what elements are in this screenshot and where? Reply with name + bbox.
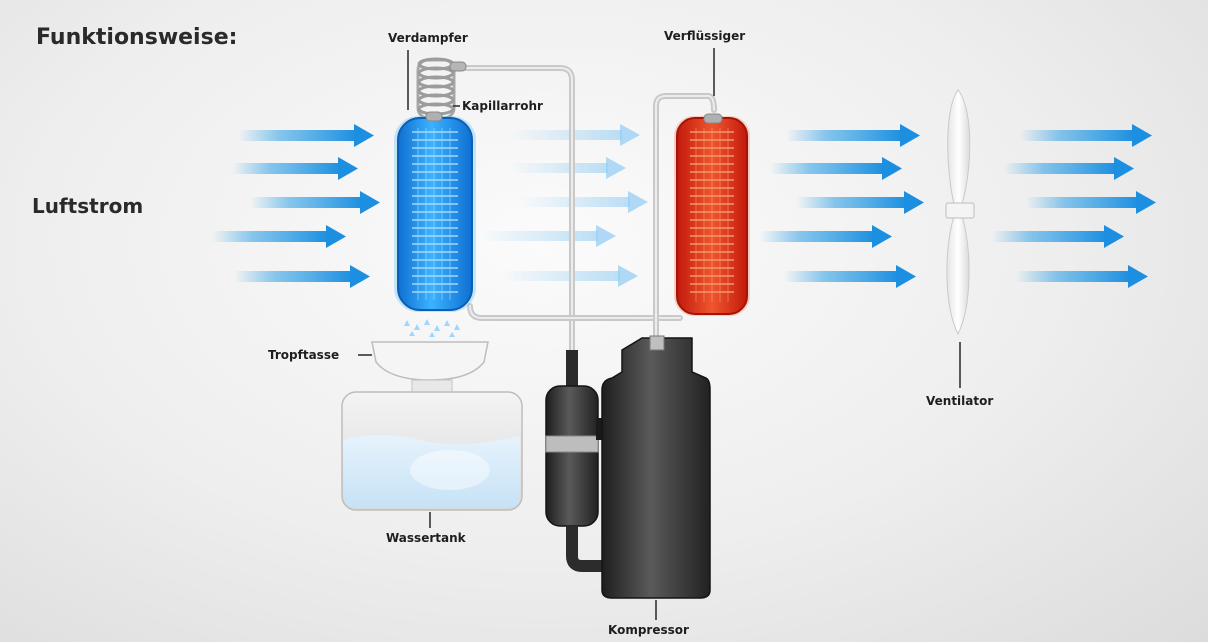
drip-tray: [371, 341, 489, 395]
airflow-arrow-icon: [760, 225, 892, 248]
fan: [945, 89, 975, 336]
airflow-arrow-icon: [992, 225, 1124, 248]
refrigerant-pipes: [457, 65, 717, 353]
label-capillary-tube: Kapillarrohr: [462, 99, 543, 113]
airflow-arrow-icon: [238, 124, 374, 147]
airflow-arrow-icon: [500, 265, 638, 287]
airflow-arrow-icon: [234, 265, 370, 288]
label-fan: Ventilator: [926, 394, 993, 408]
label-compressor: Kompressor: [608, 623, 689, 637]
airflow-arrows-inlet: [212, 124, 380, 288]
airflow-arrow-icon: [1020, 124, 1152, 147]
condensate-droplets: [404, 319, 460, 337]
evaporator: [394, 111, 476, 312]
condenser: [674, 113, 750, 316]
diagram-title: Funktionsweise:: [36, 25, 237, 50]
airflow-arrow-icon: [232, 157, 358, 180]
airflow-arrow-icon: [1026, 191, 1156, 214]
airflow-arrow-icon: [786, 124, 920, 147]
airflow-arrow-icon: [1016, 265, 1148, 288]
airflow-arrow-icon: [510, 124, 640, 146]
airflow-arrow-icon: [784, 265, 916, 288]
airflow-arrow-icon: [250, 191, 380, 214]
airflow-arrow-icon: [510, 157, 626, 179]
label-water-tank: Wassertank: [386, 531, 467, 545]
label-evaporator: Verdampfer: [388, 31, 468, 45]
compressor: [545, 335, 711, 599]
airflow-arrow-icon: [1004, 157, 1134, 180]
capillary-tube-coil: [416, 57, 467, 124]
label-condenser: Verflüssiger: [664, 29, 745, 43]
water-tank: [341, 391, 523, 511]
airflow-arrow-icon: [770, 157, 902, 180]
label-drip-tray: Tropftasse: [268, 348, 339, 362]
airflow-arrows-outlet: [992, 124, 1156, 288]
airflow-arrow-icon: [212, 225, 346, 248]
airflow-arrow-icon: [796, 191, 924, 214]
airflow-arrows-condenser-out: [760, 124, 924, 288]
airflow-arrow-icon: [480, 225, 616, 247]
airflow-arrow-icon: [520, 191, 648, 213]
airflow-label: Luftstrom: [32, 194, 143, 218]
airflow-arrows-middle: [480, 124, 648, 287]
